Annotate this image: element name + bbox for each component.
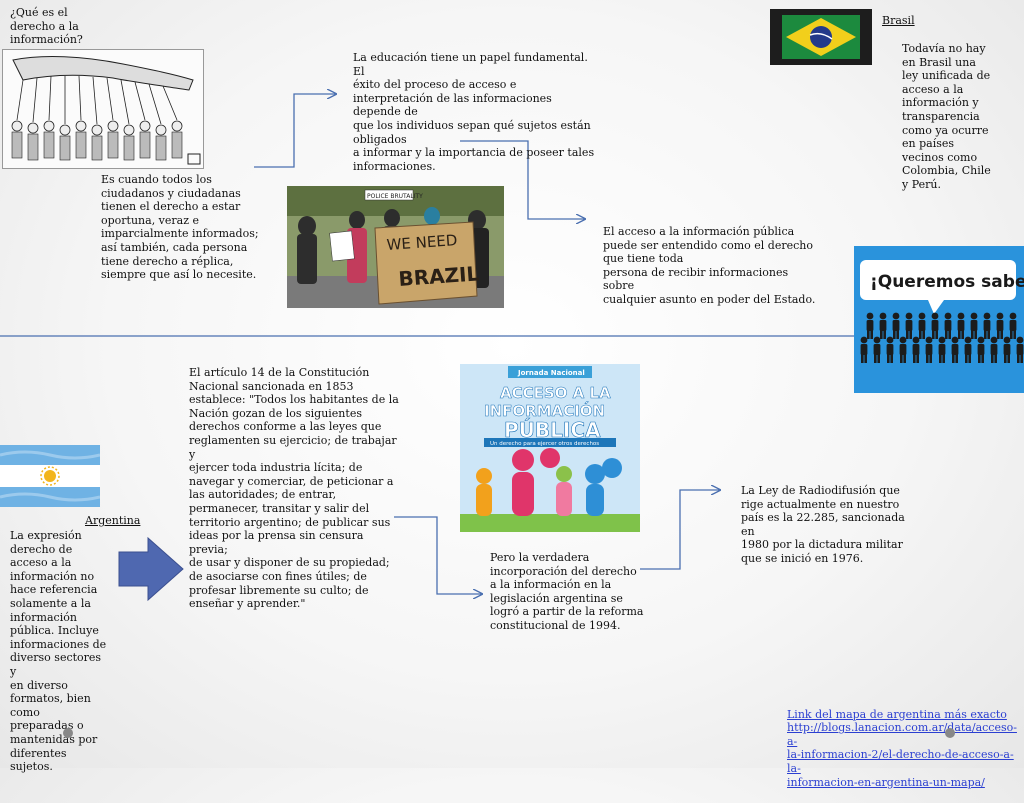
argentina-flag-image	[0, 445, 100, 507]
sign-text-line2: BRAZIL	[398, 261, 481, 291]
sign-text-line1: WE NEED	[386, 231, 458, 254]
connector-definition-to-education	[254, 94, 336, 168]
puppets-cartoon-image	[2, 49, 204, 169]
acceso-informacion-poster: Jornada Nacional ACCESO A LA INFORMACIÓN…	[460, 364, 640, 532]
argentina-title: Argentina	[85, 514, 141, 527]
article14-text: El artículo 14 de la Constitución Nacion…	[189, 366, 399, 611]
radio-law-text: La Ley de Radiodifusión que rige actualm…	[741, 484, 905, 565]
connector-lines	[0, 0, 1024, 602]
decorative-dot	[945, 728, 955, 738]
block-arrow-icon	[118, 536, 184, 602]
queremos-saber-banner: ¡Queremos saber!	[854, 246, 1024, 393]
reform-text: Pero la verdadera incorporación del dere…	[490, 551, 644, 632]
connector-article-to-reform	[394, 516, 482, 594]
police-brutality-sign-text: POLICE BRUTALITY	[367, 193, 423, 200]
definition-text: Es cuando todos los ciudadanos y ciudada…	[101, 173, 259, 282]
poster-line1: ACCESO A LA	[500, 384, 611, 402]
poster-subtitle: Un derecho para ejercer otros derechos	[490, 441, 599, 447]
brasil-text: Todavía no hay en Brasil una ley unifica…	[902, 42, 991, 191]
map-link-url[interactable]: http://blogs.lanacion.com.ar/data/acceso…	[787, 721, 1017, 789]
brasil-title: Brasil	[882, 14, 915, 27]
connector-reform-to-radio	[640, 490, 720, 570]
queremos-saber-text: ¡Queremos saber!	[870, 272, 1024, 292]
map-link[interactable]: Link del mapa de argentina más exacto ht…	[787, 694, 1024, 803]
poster-line2: INFORMACIÓN	[484, 401, 605, 420]
brazil-flag-image	[770, 9, 872, 65]
map-link-label[interactable]: Link del mapa de argentina más exacto	[787, 707, 1007, 721]
public-access-text: El acceso a la información pública puede…	[603, 225, 816, 306]
decorative-dot	[63, 728, 73, 738]
question-title: ¿Qué es el derecho a la información?	[10, 6, 83, 47]
argentina-text: La expresión derecho de acceso a la info…	[10, 529, 107, 774]
education-text: La educación tiene un papel fundamental.…	[353, 51, 595, 173]
poster-header: Jornada Nacional	[517, 369, 585, 377]
connector-education-to-access	[460, 140, 585, 219]
protest-photo: POLICE BRUTALITY WE NEED BRAZIL	[287, 186, 504, 308]
